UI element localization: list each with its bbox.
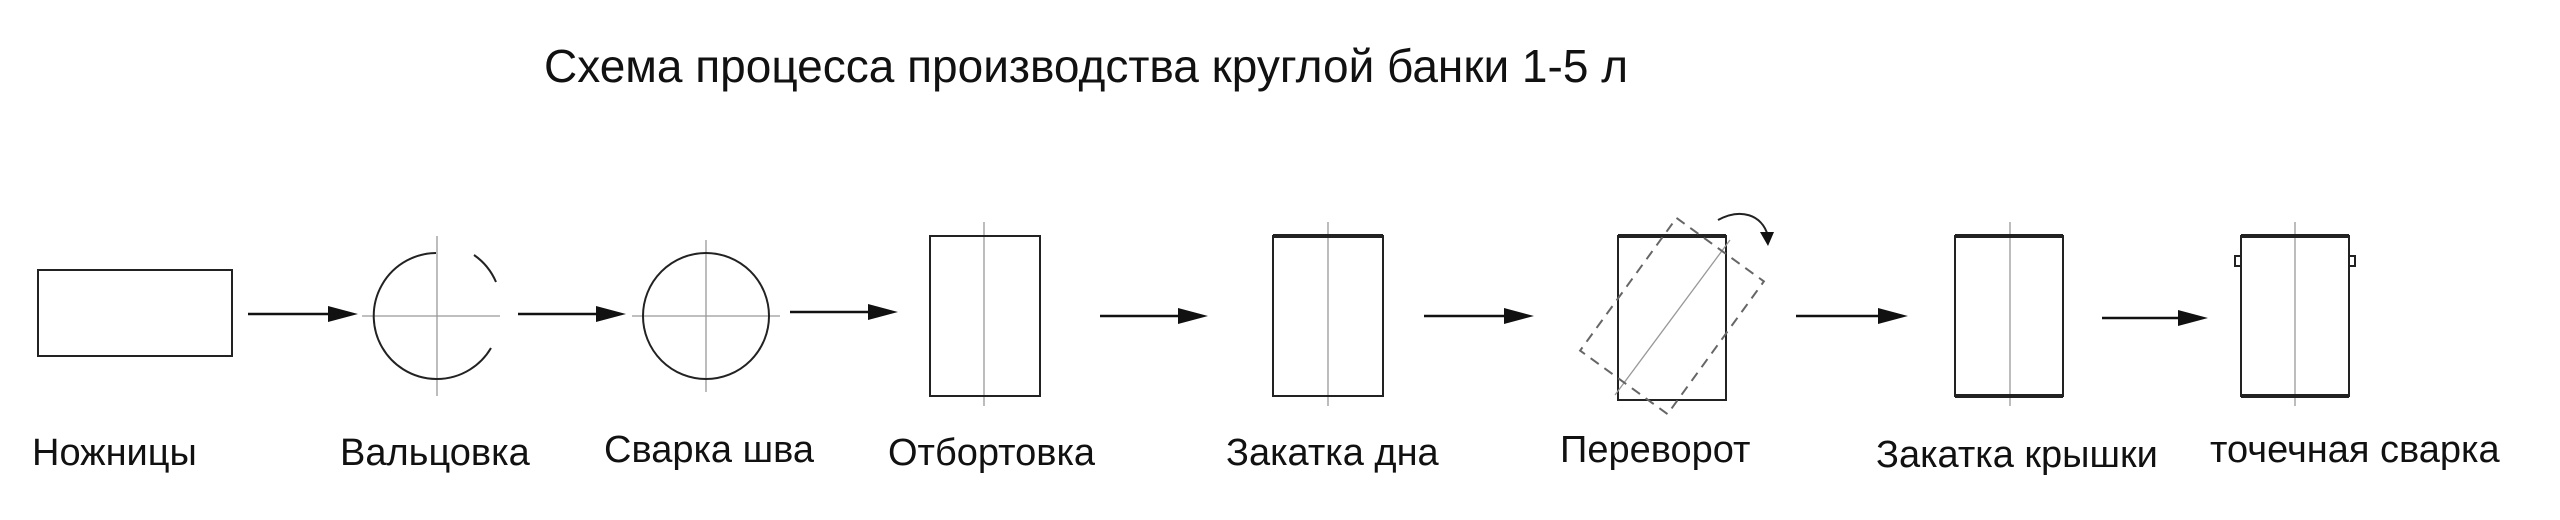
left-ear-shape — [2234, 255, 2242, 267]
flipped-can-outline-shape — [1578, 216, 1766, 416]
step-label-seam-welding: Сварка шва — [604, 429, 815, 471]
step-flipping — [1578, 212, 1774, 416]
step-flanging — [929, 222, 1041, 406]
sheet-blank-shape — [37, 269, 233, 357]
step-label-shears: Ножницы — [32, 432, 197, 474]
arrow-4 — [1100, 308, 1208, 324]
step-bottom-seaming — [1272, 222, 1384, 406]
step-seam-welding — [632, 240, 780, 392]
right-ear-shape — [2348, 255, 2356, 267]
step-label-lid-seaming: Закатка крышки — [1876, 434, 2158, 476]
arrow-2 — [518, 306, 626, 322]
step-label-bottom-seaming: Закатка дна — [1226, 432, 1440, 474]
flanged-body-shape — [929, 235, 1041, 397]
rotate-arrow-icon — [1717, 212, 1769, 237]
step-label-flipping: Переворот — [1560, 429, 1750, 471]
can-with-lid-shape — [1954, 235, 2064, 397]
welded-ring-shape — [642, 252, 770, 380]
step-shears — [37, 269, 233, 357]
rolling-sheet-shape — [372, 252, 492, 380]
step-label-flanging: Отбортовка — [888, 432, 1096, 474]
step-rolling — [362, 236, 500, 396]
arrow-1 — [248, 306, 358, 322]
step-label-rolling: Вальцовка — [340, 432, 531, 474]
arrow-6 — [1796, 308, 1908, 324]
step-label-spot-welding: точечная сварка — [2210, 429, 2500, 471]
arrow-3 — [790, 304, 898, 320]
diagram-title: Схема процесса производства круглой банк… — [544, 40, 1628, 92]
arrow-5 — [1424, 308, 1534, 324]
step-spot-welding — [2234, 222, 2356, 406]
step-lid-seaming — [1954, 222, 2064, 406]
arrow-7 — [2102, 310, 2208, 326]
rotation-arc-icon — [473, 254, 497, 283]
